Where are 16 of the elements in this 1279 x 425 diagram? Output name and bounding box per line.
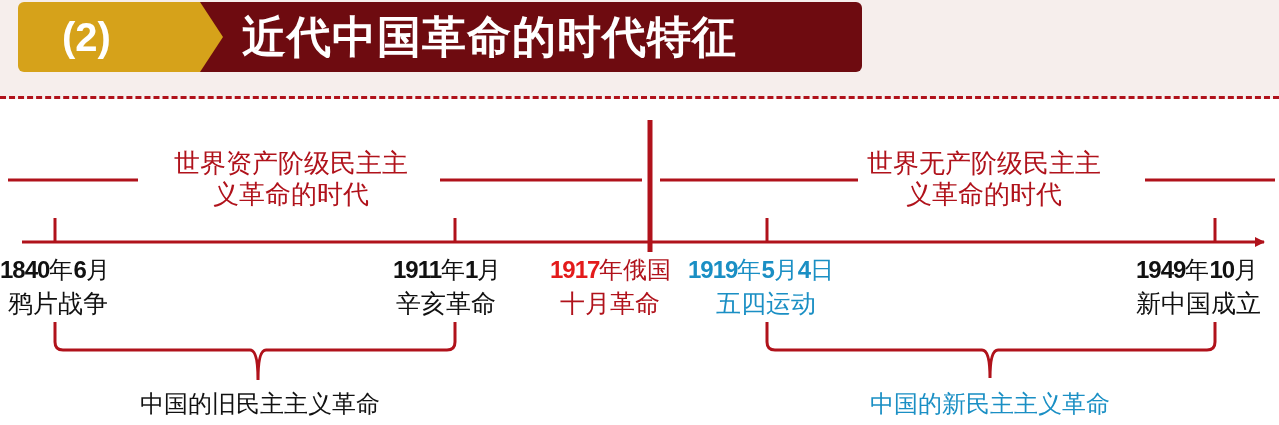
event-name: 新中国成立	[1136, 288, 1262, 318]
number-badge: (2)	[18, 2, 223, 72]
period-label: 中国的旧民主主义革命	[139, 390, 381, 419]
period-label: 中国的新民主主义革命	[869, 390, 1111, 419]
event-date: 1949年10月	[1136, 256, 1260, 285]
event-name: 五四运动	[716, 288, 817, 318]
event-name: 十月革命	[560, 288, 661, 318]
event-date: 1911年1月	[393, 256, 503, 285]
event-name: 鸦片战争	[8, 288, 109, 318]
event-name: 辛亥革命	[396, 288, 497, 318]
event-date: 1919年5月4日	[688, 256, 836, 285]
event-date: 1840年6月	[0, 256, 111, 285]
era-label: 世界资产阶级民主主义革命的时代	[173, 148, 409, 211]
title: 近代中国革命的时代特征	[242, 10, 737, 63]
era-label: 世界无产阶级民主主义革命的时代	[866, 148, 1102, 211]
event-date: 1917年俄国	[550, 256, 673, 285]
